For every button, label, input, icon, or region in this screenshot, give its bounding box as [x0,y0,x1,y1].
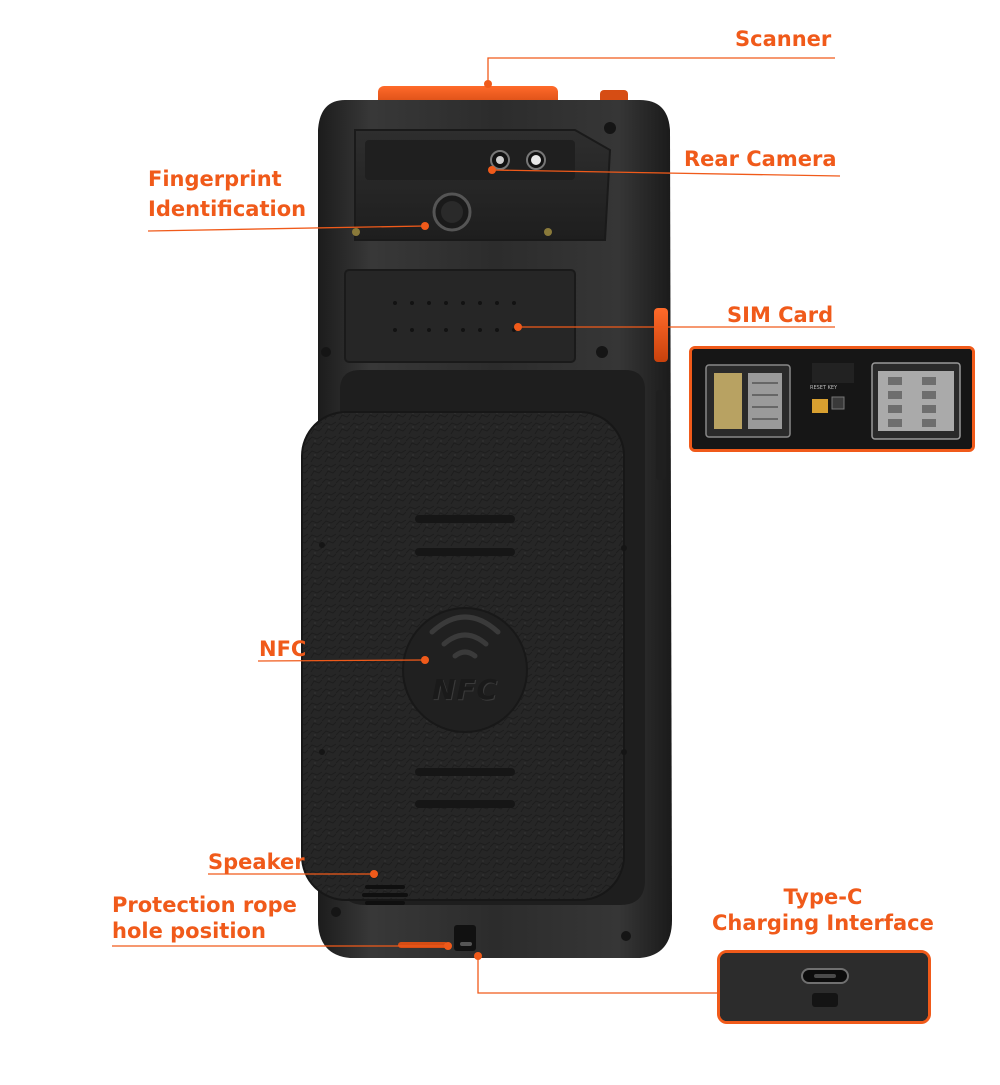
sim-cover [344,269,576,363]
label-rope-hole: Protection rope hole position [112,892,297,945]
speaker-grille [362,885,408,905]
label-typec: Type-C Charging Interface [712,884,934,937]
typec-dot [474,952,482,960]
board-reset-text: RESET KEY [810,385,838,391]
side-button [656,390,666,480]
scanner-dot [484,80,492,88]
label-speaker: Speaker [208,850,305,874]
nfc-emblem [402,607,528,733]
usb-c-port-icon [720,953,928,1021]
nfc-waves-icon [429,614,501,659]
label-rope-line1: Protection rope [112,893,297,917]
fingerprint-dot [421,222,429,230]
label-fingerprint-line1: Fingerprint [148,167,282,191]
sim-card-inset: RESET KEY [689,346,975,452]
sim-tray-icon [692,349,972,449]
label-typec-line2: Charging Interface [712,911,934,936]
label-sim-card: SIM Card [727,303,834,327]
typec-inset [717,950,931,1024]
speaker-dot [370,870,378,878]
label-typec-line1: Type-C [783,885,863,909]
sim-card-dot [514,323,522,331]
label-scanner: Scanner [735,27,832,51]
nfc-dot [421,656,429,664]
nfc-mark: NFC [431,673,499,706]
label-rear-camera: Rear Camera [684,147,837,171]
label-fingerprint: Fingerprint Identification [148,166,306,223]
label-fingerprint-line2: Identification [148,197,307,222]
label-nfc: NFC [259,637,307,661]
rear-camera-dot [488,166,496,174]
rope-hole-dot [444,942,452,950]
label-rope-line2: hole position [112,919,266,944]
side-button-orange [654,308,668,362]
